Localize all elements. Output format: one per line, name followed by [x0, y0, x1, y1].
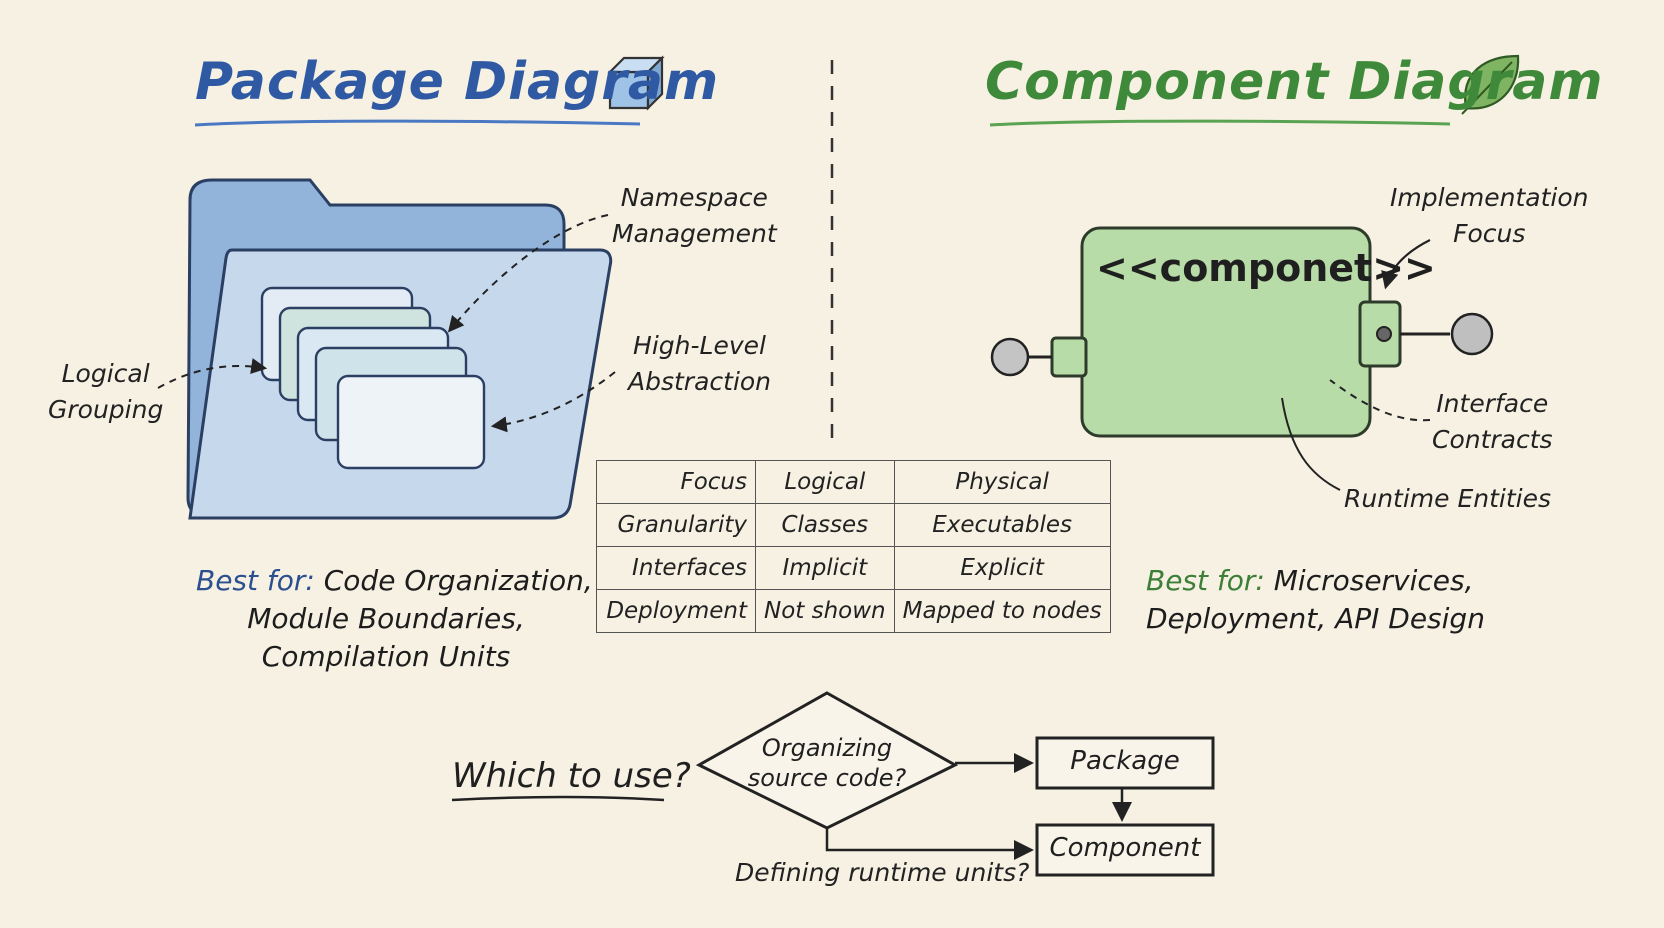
interface-leader [1329, 379, 1431, 422]
package-best-for-line-1: Code Organization, [323, 564, 593, 597]
namespace-arrow [447, 214, 609, 333]
stacked-files [260, 286, 486, 470]
package-box-label: Package [1070, 746, 1180, 776]
abstraction-arrow [490, 371, 616, 433]
table-cell: Logical [755, 460, 895, 504]
package-title-underline [194, 119, 641, 127]
runtime-leader [1281, 397, 1341, 491]
implementation-arrow [1381, 239, 1431, 290]
table-row: Granularity Classes Executables [596, 503, 1111, 547]
package-title: Package Diagram [195, 52, 720, 112]
table-cell: Physical [893, 460, 1111, 504]
component-best-for-line-2: Deployment, API Design [1146, 602, 1485, 635]
table-cell: Executables [893, 503, 1111, 547]
grouping-label: Logical Grouping [48, 359, 164, 424]
package-best-for-line-2: Module Boundaries, [247, 602, 525, 635]
table-cell: Classes [755, 503, 895, 547]
table-row: Interfaces Implicit Explicit [596, 546, 1111, 590]
leaf-icon [1461, 54, 1520, 115]
package-best-for-key: Best for: [196, 564, 315, 597]
no-arrow [825, 828, 1034, 860]
package-best-for-line-3: Compilation Units [261, 640, 511, 673]
table-cell: Explicit [893, 546, 1111, 590]
component-best-for-line-1: Microservices, [1273, 564, 1474, 597]
component-target-box [1035, 823, 1215, 877]
table-cell: Granularity [596, 503, 756, 547]
component-best-for: Best for: Microservices, Deployment, API… [1146, 562, 1485, 638]
namespace-label: Namespace Management [612, 183, 777, 248]
comparison-table: Focus Logical Physical Granularity Class… [596, 460, 1111, 633]
component-required-port [990, 336, 1088, 378]
component-provided-port [1358, 300, 1494, 368]
component-stereotype: <<componet>> [1096, 246, 1436, 290]
table-cell: Not shown [755, 589, 895, 633]
decision-question: Organizing source code? [747, 734, 907, 792]
interface-label: Interface Contracts [1432, 389, 1553, 454]
no-branch-label: Defining runtime units? [735, 858, 1030, 887]
table-cell: Deployment [596, 589, 756, 633]
grouping-arrow [157, 358, 268, 389]
package-box [1035, 736, 1215, 790]
table-cell: Focus [596, 460, 756, 504]
component-best-for-key: Best for: [1146, 564, 1265, 597]
table-row: Deployment Not shown Mapped to nodes [596, 589, 1111, 633]
cube-icon [607, 55, 665, 111]
table-cell: Implicit [755, 546, 895, 590]
component-title-underline [989, 119, 1451, 127]
which-to-use-label: Which to use? [452, 756, 691, 796]
table-row: Focus Logical Physical [596, 460, 1111, 504]
component-box-label: Component [1049, 833, 1201, 863]
table-cell: Interfaces [596, 546, 756, 590]
abstraction-label: High-Level Abstraction [628, 331, 772, 396]
which-underline [451, 795, 665, 802]
implementation-label: Implementation Focus [1390, 183, 1589, 248]
runtime-label: Runtime Entities [1344, 484, 1552, 513]
table-cell: Mapped to nodes [893, 589, 1111, 633]
package-best-for: Best for: Code Organization, Module Boun… [196, 562, 593, 676]
component-title: Component Diagram [985, 52, 1604, 112]
